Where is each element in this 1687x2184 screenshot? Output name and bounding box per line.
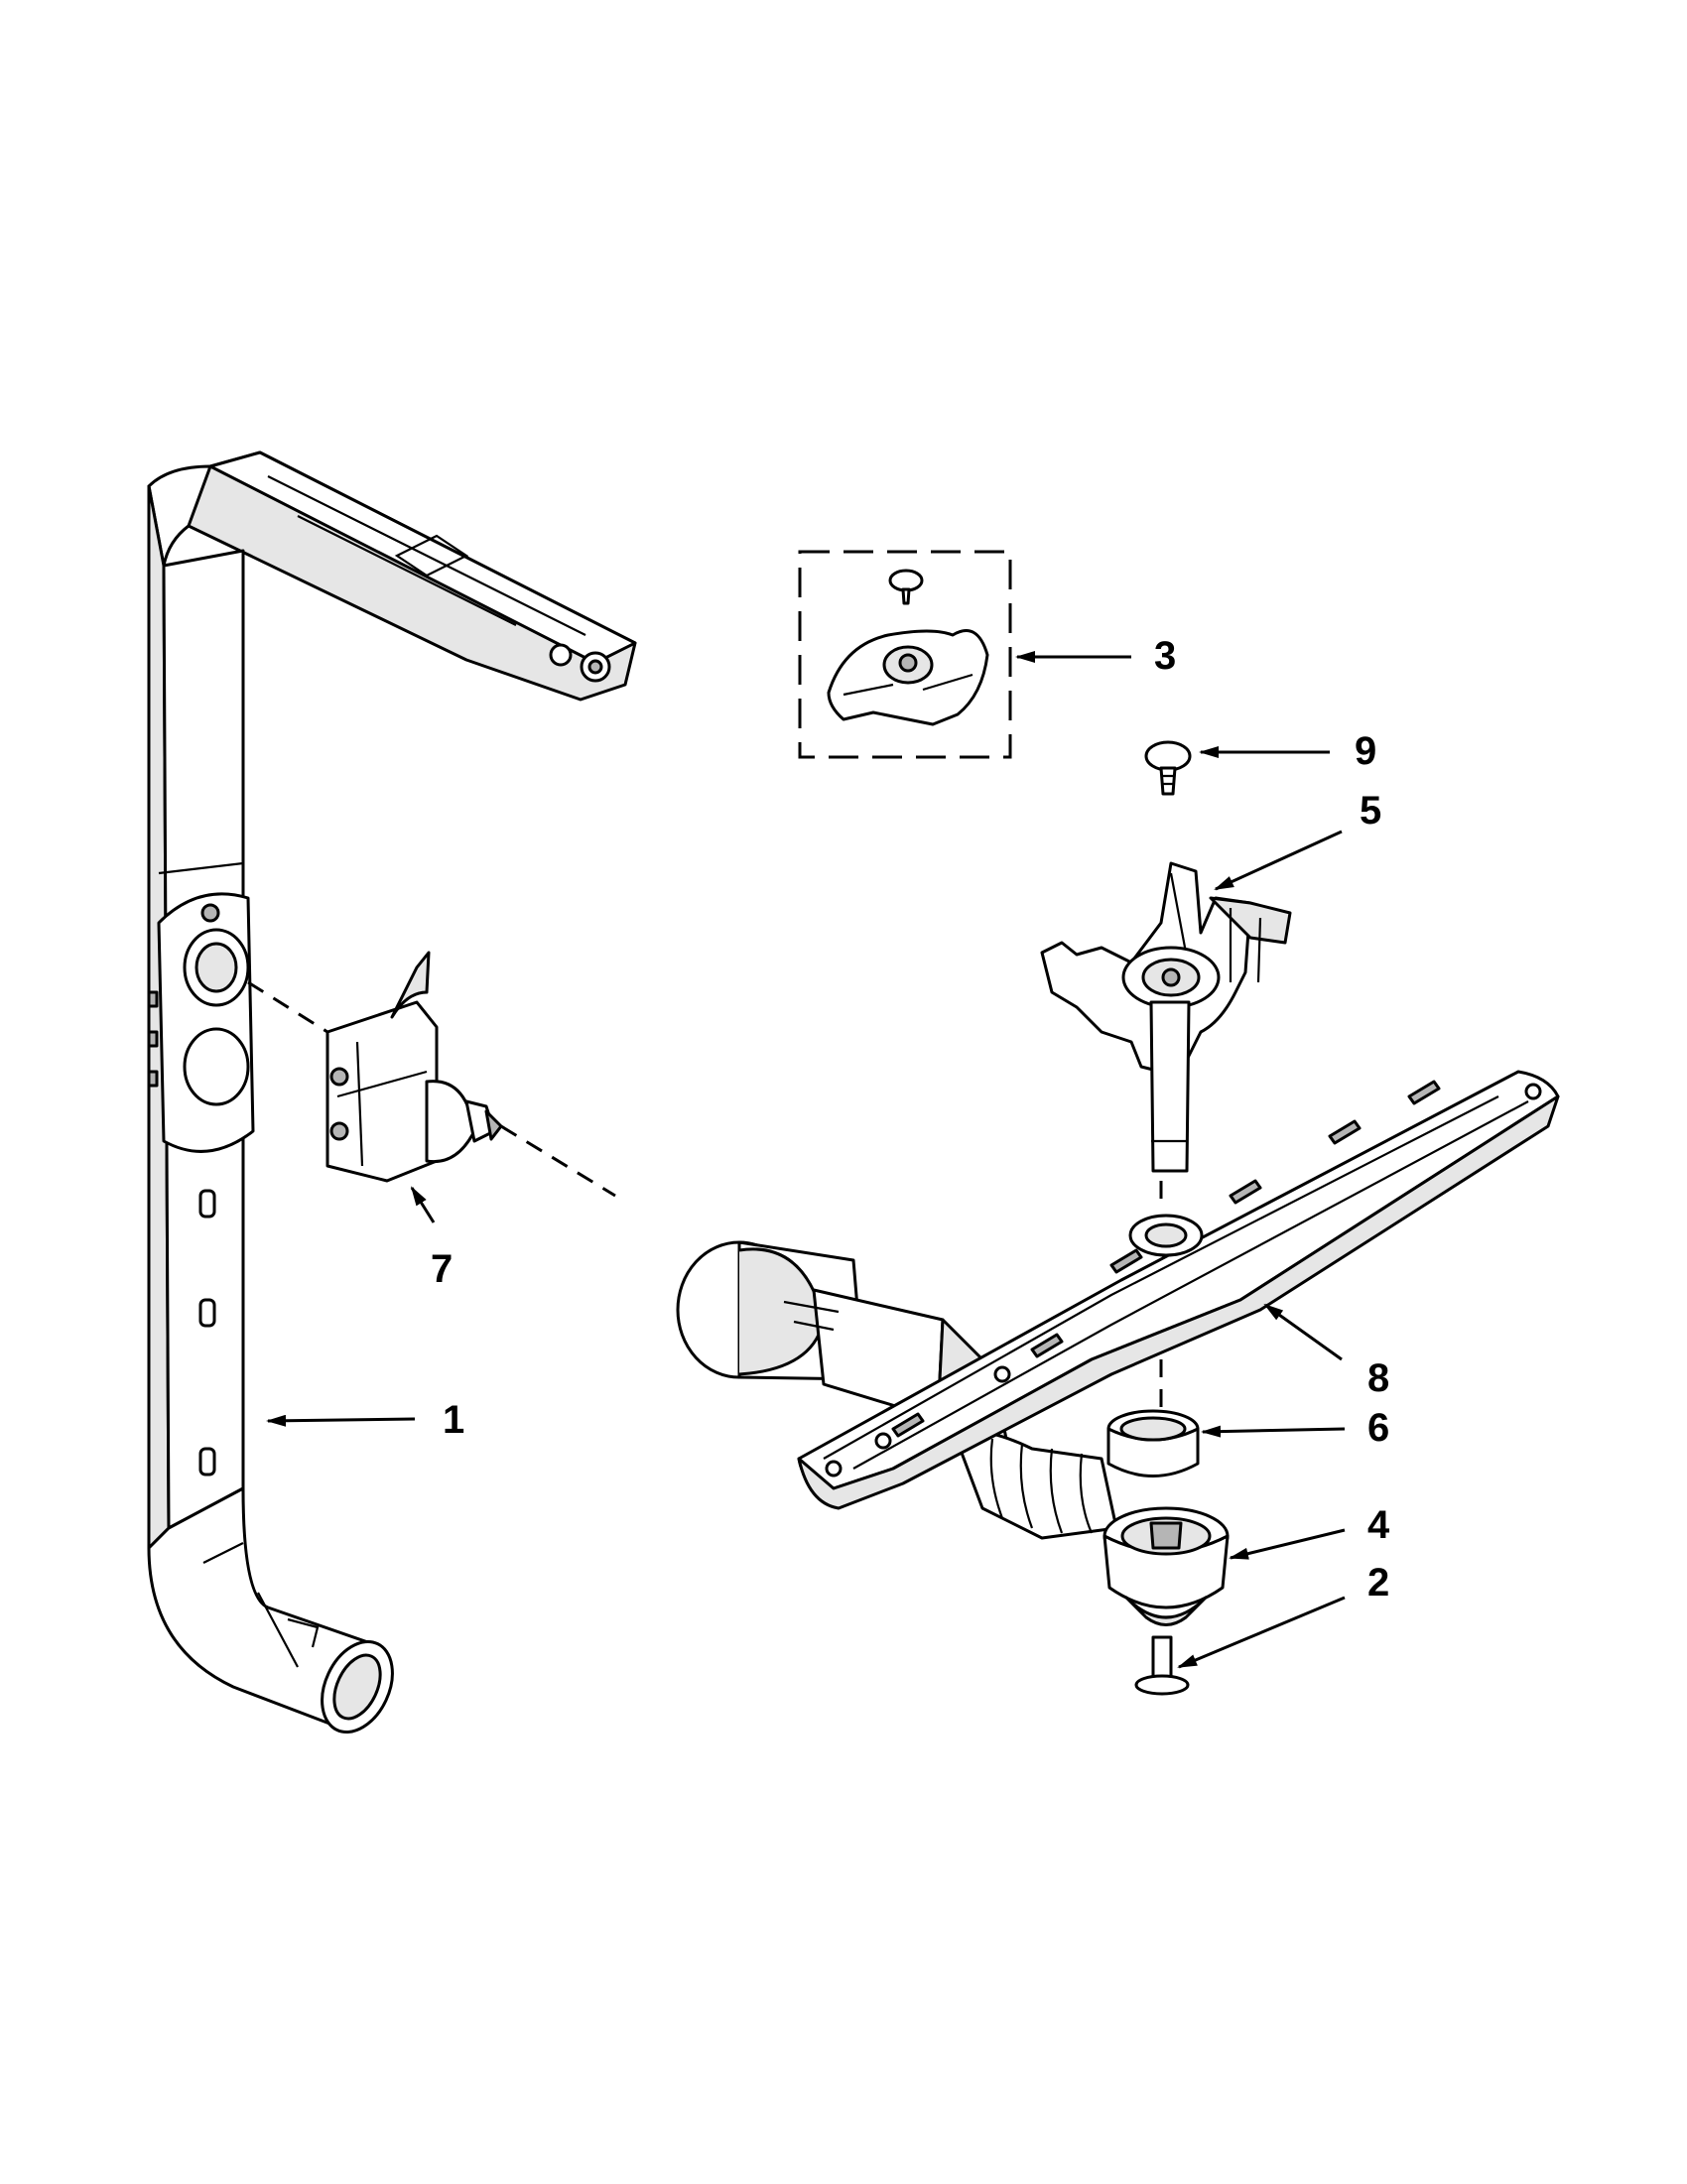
leader-1: [266, 1414, 416, 1427]
callout-9: 9: [1355, 729, 1376, 773]
part-6-ring: [1106, 1409, 1200, 1477]
callout-6: 6: [1367, 1406, 1389, 1450]
part-9-cap: [1144, 740, 1192, 796]
callout-1: 1: [443, 1398, 464, 1442]
leader-8: [1263, 1303, 1343, 1361]
leader-6: [1201, 1425, 1346, 1438]
callout-4: 4: [1367, 1503, 1390, 1547]
leader-7: [410, 1186, 436, 1223]
part-8-spray-arm: [676, 1070, 1560, 1540]
part-3-detail-box: [798, 550, 1012, 759]
callout-3: 3: [1154, 634, 1176, 678]
part-4-bearing: [1103, 1506, 1230, 1626]
callout-5: 5: [1360, 789, 1381, 833]
leader-5: [1214, 830, 1343, 891]
leader-2: [1177, 1596, 1346, 1669]
leader-4: [1229, 1528, 1346, 1560]
callout-labels: 1 2 3 4 5 6 7 8 9: [431, 634, 1390, 1605]
part-2-screw: [1134, 1635, 1190, 1696]
part-7-port: [325, 951, 503, 1183]
part-5-mount: [1040, 861, 1292, 1173]
leader-lines: [266, 651, 1346, 1669]
callout-2: 2: [1367, 1561, 1389, 1605]
callout-7: 7: [431, 1247, 453, 1291]
part-1-supply-tube: [147, 450, 637, 1734]
callout-8: 8: [1367, 1356, 1389, 1400]
